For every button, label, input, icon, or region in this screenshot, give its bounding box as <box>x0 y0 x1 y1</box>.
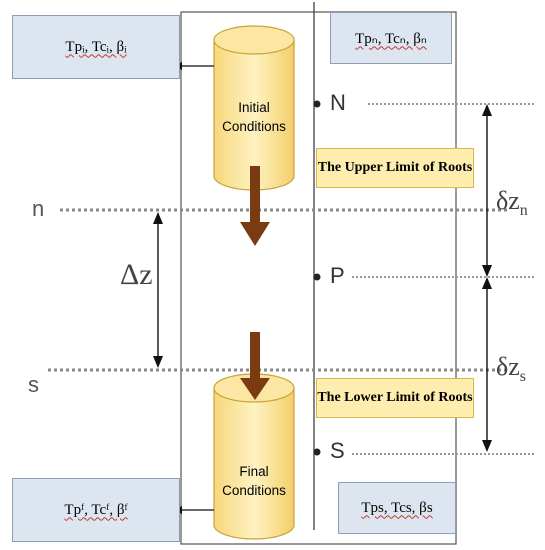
delta-zn-main: δz <box>496 186 520 215</box>
node-P-label: P <box>330 263 345 288</box>
final-down-arrow <box>240 332 270 400</box>
initial-down-arrow <box>240 166 270 246</box>
delta-z-label: Δz <box>120 258 153 291</box>
node-N-values-text: Tpₙ, Tcₙ, βₙ <box>355 30 427 47</box>
node-P-dot <box>313 273 321 281</box>
delta-z-arrow-head-down <box>153 356 163 368</box>
initial-label-line2: Conditions <box>222 119 286 134</box>
lower-limit-label: The Lower Limit of Roots <box>316 378 474 418</box>
delta-zs-arrow-head-down <box>482 440 492 452</box>
initial-conditions-label: Initial Conditions <box>213 98 295 136</box>
delta-zs-label: δzs <box>496 352 526 386</box>
initial-label-line1: Initial <box>238 100 270 115</box>
delta-zn-arrow-head-up <box>482 104 492 116</box>
node-N-label: N <box>330 90 346 115</box>
node-S-dot <box>313 448 321 456</box>
node-S-label: S <box>330 438 345 463</box>
face-n-label: n <box>32 196 45 221</box>
delta-zn-arrow-head-down <box>482 265 492 277</box>
node-S-values-box: Tps, Tcs, βs <box>338 482 456 534</box>
node-S-values-text: Tps, Tcs, βs <box>361 499 433 516</box>
final-label-line2: Conditions <box>222 483 286 498</box>
delta-zs-arrow-head-up <box>482 277 492 289</box>
delta-zs-sub: s <box>519 368 527 386</box>
delta-zn-sub: n <box>519 202 528 220</box>
upper-limit-label: The Upper Limit of Roots <box>316 148 474 188</box>
initial-conditions-cylinder <box>213 25 295 191</box>
initial-values-box: Tpᵢ, Tcᵢ, βᵢ <box>12 15 180 79</box>
final-values-text: Tpᶠ, Tcᶠ, βᶠ <box>64 501 128 518</box>
final-conditions-label: Final Conditions <box>213 462 295 500</box>
face-s-label: s <box>28 372 39 397</box>
initial-values-text: Tpᵢ, Tcᵢ, βᵢ <box>65 38 127 55</box>
final-values-box: Tpᶠ, Tcᶠ, βᶠ <box>12 478 180 542</box>
delta-z-arrow-head-up <box>153 212 163 224</box>
node-N-values-box: Tpₙ, Tcₙ, βₙ <box>330 12 452 64</box>
final-conditions-cylinder <box>213 373 295 540</box>
delta-zs-main: δz <box>496 352 520 381</box>
final-label-line1: Final <box>239 464 269 479</box>
node-N-dot <box>313 100 321 108</box>
delta-zn-label: δzn <box>496 186 528 220</box>
